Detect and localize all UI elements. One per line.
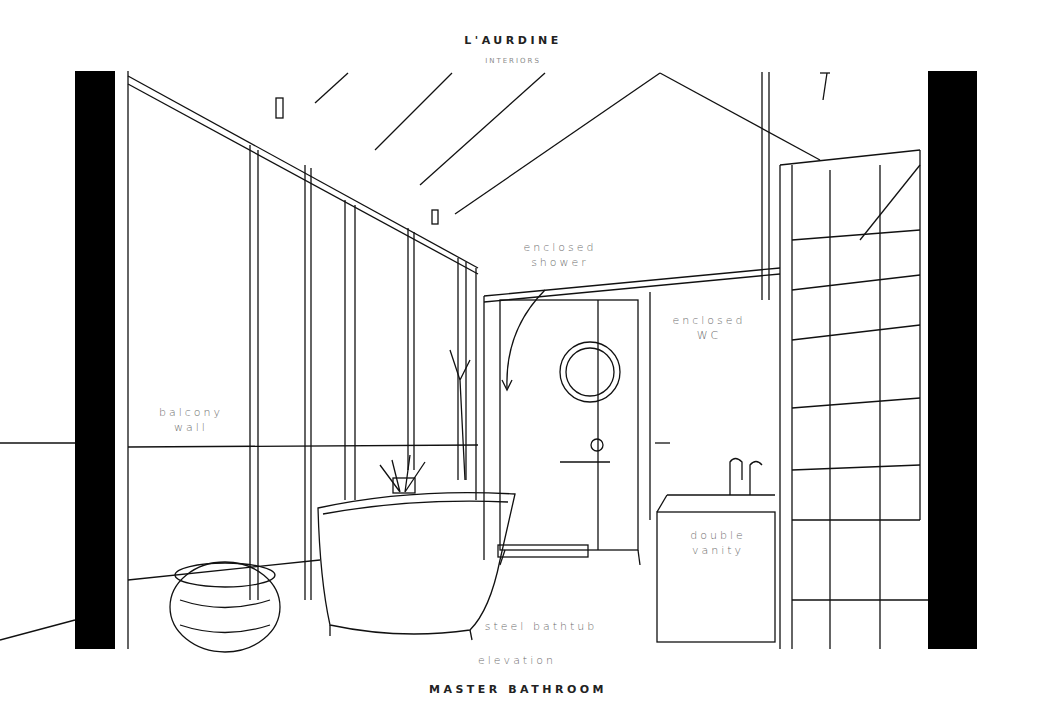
frame-bar [75, 71, 115, 649]
area-label: enclosed shower [510, 240, 610, 270]
area-label: enclosed WC [659, 313, 759, 343]
sheet-caption: MASTER BATHROOM [429, 682, 607, 697]
view-label: elevation [476, 653, 558, 668]
fixture-label: steel bathtub [483, 619, 599, 634]
area-label: double vanity [673, 528, 763, 558]
room-lines [0, 71, 928, 652]
frame-bar [928, 71, 977, 649]
brand-subtitle: INTERIORS [485, 54, 541, 69]
brand-title: L'AURDINE [464, 33, 561, 48]
area-label: balcony wall [146, 405, 236, 435]
